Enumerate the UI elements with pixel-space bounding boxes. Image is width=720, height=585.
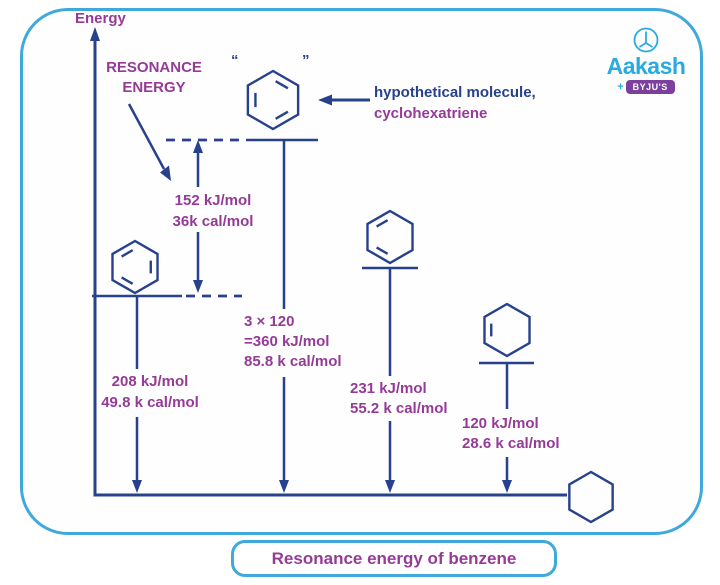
- figure-caption-box: Resonance energy of benzene: [231, 540, 557, 577]
- hypothetical-drop-arrow: [279, 140, 289, 493]
- cyclohexene-energy-value: 120 kJ/mol 28.6 k cal/mol: [462, 415, 560, 452]
- cyclohexadiene-structure: [366, 209, 414, 265]
- aakash-byjus-logo: Aakash + BYJU'S: [596, 26, 696, 94]
- logo-byjus-badge: BYJU'S: [625, 80, 675, 94]
- cyclohexene-level: [479, 361, 534, 493]
- hypothetical-label-line2: cyclohexatriene: [374, 105, 488, 122]
- hypothetical-label-line1: hypothetical molecule,: [374, 84, 536, 101]
- quote-right: ”: [302, 52, 310, 69]
- resonance-gap-value: 152 kJ/mol 36k cal/mol: [172, 192, 254, 230]
- cyclohexane-structure: [568, 470, 614, 524]
- resonance-energy-label: RESONANCE ENERGY: [106, 59, 202, 96]
- logo-plus: +: [617, 81, 624, 93]
- hypothetical-pointer-arrow: [318, 94, 370, 106]
- benzene-structure: [111, 239, 159, 295]
- hypothetical-calc-value: 3 × 120 =360 kJ/mol 85.8 k cal/mol: [244, 313, 342, 370]
- figure-caption: Resonance energy of benzene: [271, 548, 517, 568]
- energy-axis: [90, 27, 567, 497]
- aakash-logo-icon: [633, 27, 659, 53]
- resonance-annotation-arrow: [127, 103, 171, 181]
- cyclohexadiene-energy-value: 231 kJ/mol 55.2 k cal/mol: [350, 380, 448, 417]
- cyclohexatriene-structure: [246, 69, 300, 131]
- resonance-gap-arrow: [193, 140, 203, 293]
- cyclohexene-structure: [483, 302, 531, 358]
- benzene-drop-arrow: [132, 296, 142, 493]
- cyclohexadiene-level: [362, 266, 418, 493]
- quote-left: “: [231, 52, 239, 69]
- figure-border: [20, 8, 703, 535]
- benzene-energy-value: 208 kJ/mol 49.8 k cal/mol: [101, 373, 199, 411]
- logo-name: Aakash: [606, 53, 686, 79]
- energy-axis-label: Energy: [75, 10, 126, 27]
